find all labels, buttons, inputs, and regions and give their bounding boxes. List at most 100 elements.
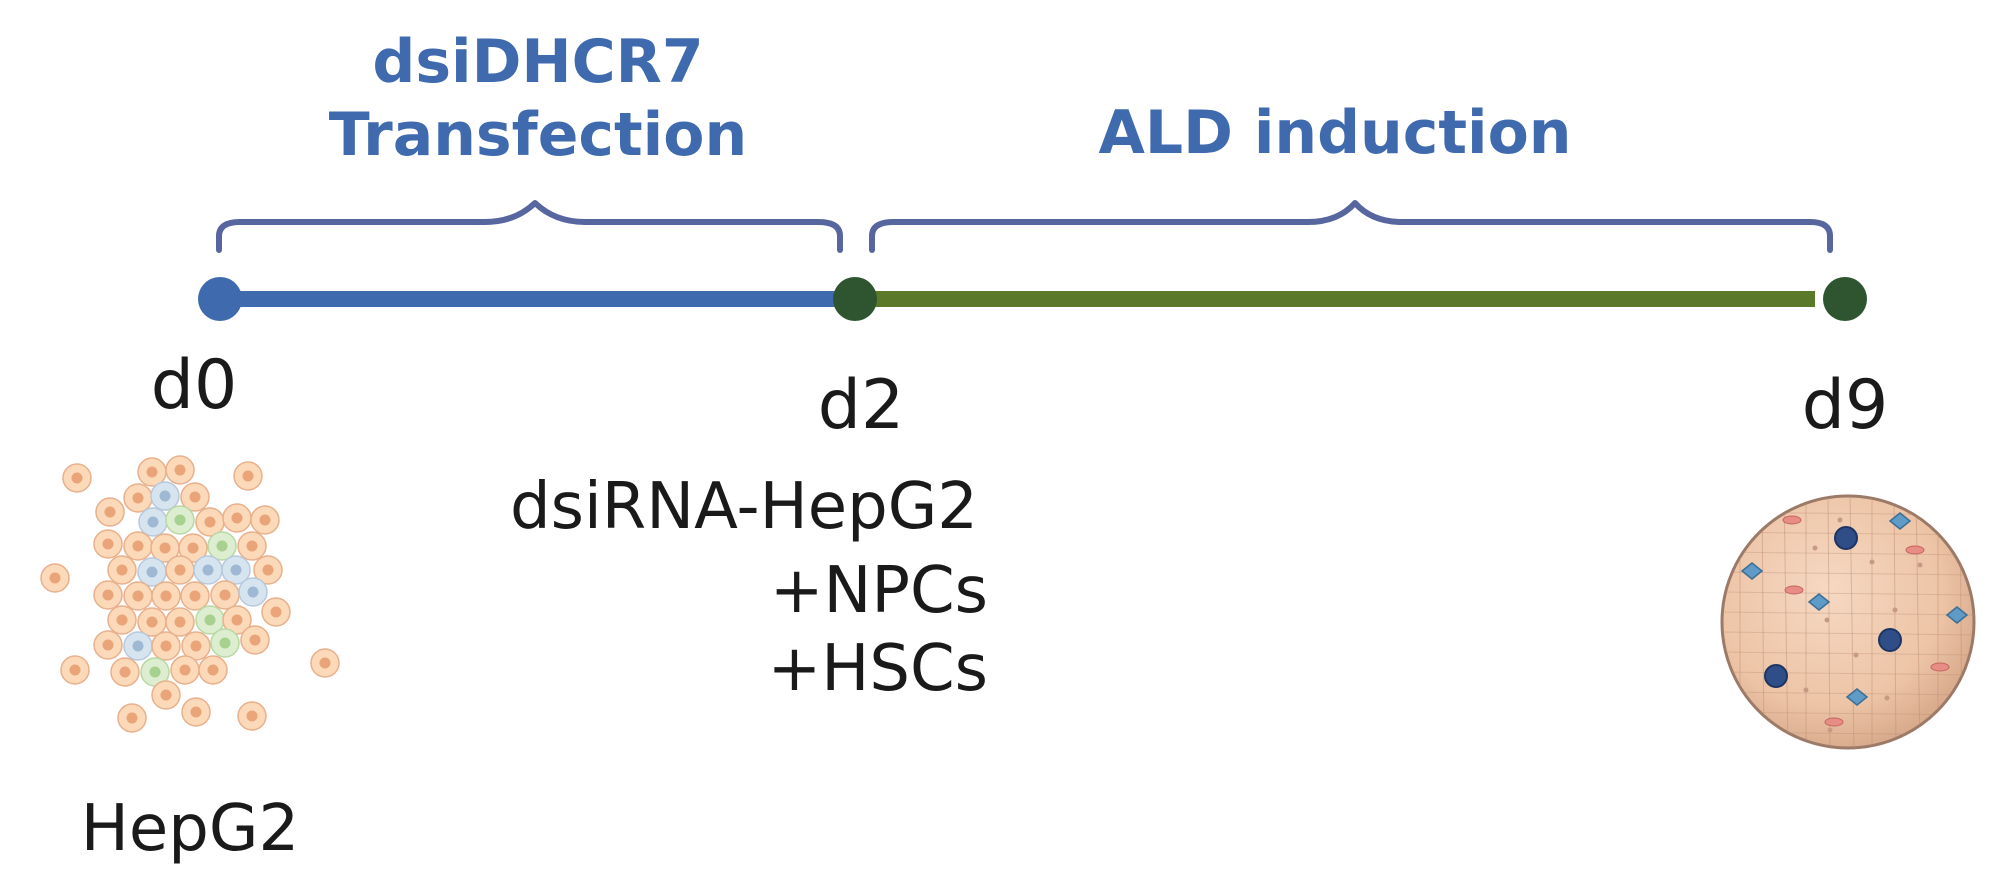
endothelial-cell [1930,662,1950,672]
cell-nucleus [246,540,258,552]
spheroid-nucleus [1869,559,1875,565]
cell-nucleus [247,586,259,598]
cell-nucleus [159,542,171,554]
spheroid-membrane [1893,496,1897,748]
cell-nucleus [174,616,186,628]
spheroid-membrane [1722,591,1974,596]
cell-nucleus [219,589,231,601]
day-label-d2: d2 [818,366,904,445]
cell-nucleus [270,606,282,618]
endothelial-cell [1782,515,1802,525]
hepg2-label: HepG2 [81,792,299,866]
cell-nucleus [132,590,144,602]
stellate-cell [1807,593,1831,611]
day-label-d0: d0 [151,346,237,425]
cell-nucleus [174,564,186,576]
spheroid-membrane [1722,631,1974,636]
spheroid-nucleus [1884,695,1890,701]
kupffer-cell [1834,526,1858,550]
spheroid-membrane [1722,671,1974,676]
cell-nucleus [219,637,231,649]
cell-nucleus [119,666,131,678]
spheroid-nucleus [1824,617,1830,623]
transfection-title-line2: Transfection [329,100,747,170]
spheroid-nucleus [1837,517,1843,523]
cell-nucleus [249,634,261,646]
spheroid-membrane [1915,496,1921,748]
spheroid-membrane [1722,551,1974,556]
cell-nucleus [204,516,216,528]
cell-nucleus [49,572,61,584]
cell-nucleus [230,564,242,576]
condition-line2: +NPCs [770,554,988,628]
transfection-bracket [216,200,843,253]
kupffer-cell [1764,664,1788,688]
kupffer-cell [1878,628,1902,652]
cell-nucleus [146,466,158,478]
stellate-cell [1888,512,1912,530]
spheroid-membrane [1722,611,1974,616]
cell-nucleus [319,657,331,669]
cell-nucleus [231,614,243,626]
spheroid-membrane [1722,691,1974,696]
cell-nucleus [102,538,114,550]
cell-nucleus [104,506,116,518]
spheroid-nucleus [1917,562,1923,568]
d2-timepoint-dot [833,277,877,321]
cell-nucleus [160,640,172,652]
spheroid-membrane [1718,752,1978,755]
spheroid-membrane [1722,651,1974,656]
cell-nucleus [190,640,202,652]
cell-nucleus [146,566,158,578]
cell-nucleus [126,712,138,724]
cell-nucleus [146,616,158,628]
condition-line1: dsiRNA-HepG2 [510,470,978,544]
d9-timepoint-dot [1823,277,1867,321]
cell-nucleus [242,470,254,482]
spheroid-nucleus [1812,545,1818,551]
cell-nucleus [216,540,228,552]
induction-bracket [869,200,1833,253]
ald-induction-title: ALD induction [1098,98,1571,168]
cell-nucleus [179,664,191,676]
cell-nucleus [231,512,243,524]
cell-nucleus [149,666,161,678]
spheroid-membrane [1722,571,1974,576]
liver-spheroid-illustration [1718,494,1978,755]
cell-nucleus [204,614,216,626]
condition-line3: +HSCs [768,632,988,706]
cell-nucleus [160,590,172,602]
cell-nucleus [207,664,219,676]
cell-nucleus [116,564,128,576]
stellate-cell [1945,606,1969,624]
cell-nucleus [132,540,144,552]
spheroid-nucleus [1892,607,1898,613]
endothelial-cell [1824,717,1844,727]
cell-nucleus [147,516,159,528]
cell-nucleus [159,490,171,502]
spheroid-nucleus [1853,652,1859,658]
cell-nucleus [102,589,114,601]
cell-nucleus [132,640,144,652]
cell-nucleus [116,614,128,626]
cell-nucleus [259,514,271,526]
endothelial-cell [1784,585,1804,595]
cell-nucleus [202,564,214,576]
cell-nucleus [160,689,172,701]
hepg2-cells-illustration [40,455,340,733]
cell-nucleus [190,706,202,718]
spheroid-nucleus [1803,687,1809,693]
cell-nucleus [102,639,114,651]
spheroid-nucleus [1827,727,1833,733]
stellate-cell [1740,562,1764,580]
transfection-title-line1: dsiDHCR7 [372,27,703,97]
cell-nucleus [174,464,186,476]
cell-nucleus [132,492,144,504]
day-label-d9: d9 [1802,366,1888,445]
cell-nucleus [187,542,199,554]
cell-nucleus [246,710,258,722]
cell-nucleus [262,564,274,576]
cell-nucleus [69,664,81,676]
spheroid-membrane [1827,496,1831,748]
